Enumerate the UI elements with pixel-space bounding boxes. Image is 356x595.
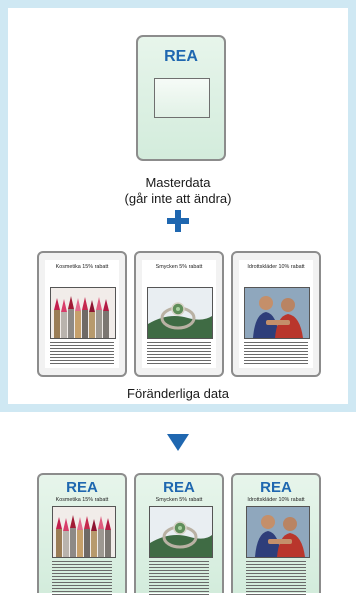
text-lines: [149, 561, 209, 595]
output-badge: REA: [260, 479, 292, 496]
master-caption-line2: (går inte att ändra): [124, 191, 232, 206]
ring-image: [147, 287, 213, 339]
people-image: [246, 506, 310, 558]
lipstick-image: [50, 287, 116, 339]
variable-card-label: Kosmetika 15% rabatt: [55, 264, 109, 270]
text-lines: [246, 561, 306, 595]
text-lines: [52, 561, 112, 595]
output-card-label: Kosmetika 15% rabatt: [55, 497, 109, 503]
output-card: REA Kosmetika 15% rabatt: [37, 473, 127, 595]
ring-image: [149, 506, 213, 558]
master-card: REA: [136, 35, 226, 161]
plus-icon: [167, 210, 189, 232]
people-image: [244, 287, 310, 339]
output-card-label: Smycken 5% rabatt: [155, 497, 203, 503]
output-badge: REA: [66, 479, 98, 496]
output-card-label: Idrottskläder 10% rabatt: [247, 497, 305, 503]
master-caption-line1: Masterdata: [145, 175, 211, 190]
text-lines: [50, 342, 114, 366]
master-placeholder-box: [154, 78, 210, 118]
variable-card-label: Idrottskläder 10% rabatt: [247, 264, 305, 270]
variable-card: Smycken 5% rabatt: [134, 251, 224, 377]
output-card: REA Smycken 5% rabatt: [134, 473, 224, 595]
variable-card-label: Smycken 5% rabatt: [155, 264, 203, 270]
variable-card: Idrottskläder 10% rabatt: [231, 251, 321, 377]
text-lines: [244, 342, 308, 366]
output-card: REA Idrottskläder 10% rabatt: [231, 473, 321, 595]
variable-card: Kosmetika 15% rabatt: [37, 251, 127, 377]
text-lines: [147, 342, 211, 366]
lipstick-image: [52, 506, 116, 558]
variable-caption: Föränderliga data: [127, 386, 229, 401]
master-caption: Masterdata (går inte att ändra): [0, 175, 356, 207]
master-badge: REA: [164, 48, 198, 65]
down-arrow-icon: [167, 434, 189, 451]
output-badge: REA: [163, 479, 195, 496]
